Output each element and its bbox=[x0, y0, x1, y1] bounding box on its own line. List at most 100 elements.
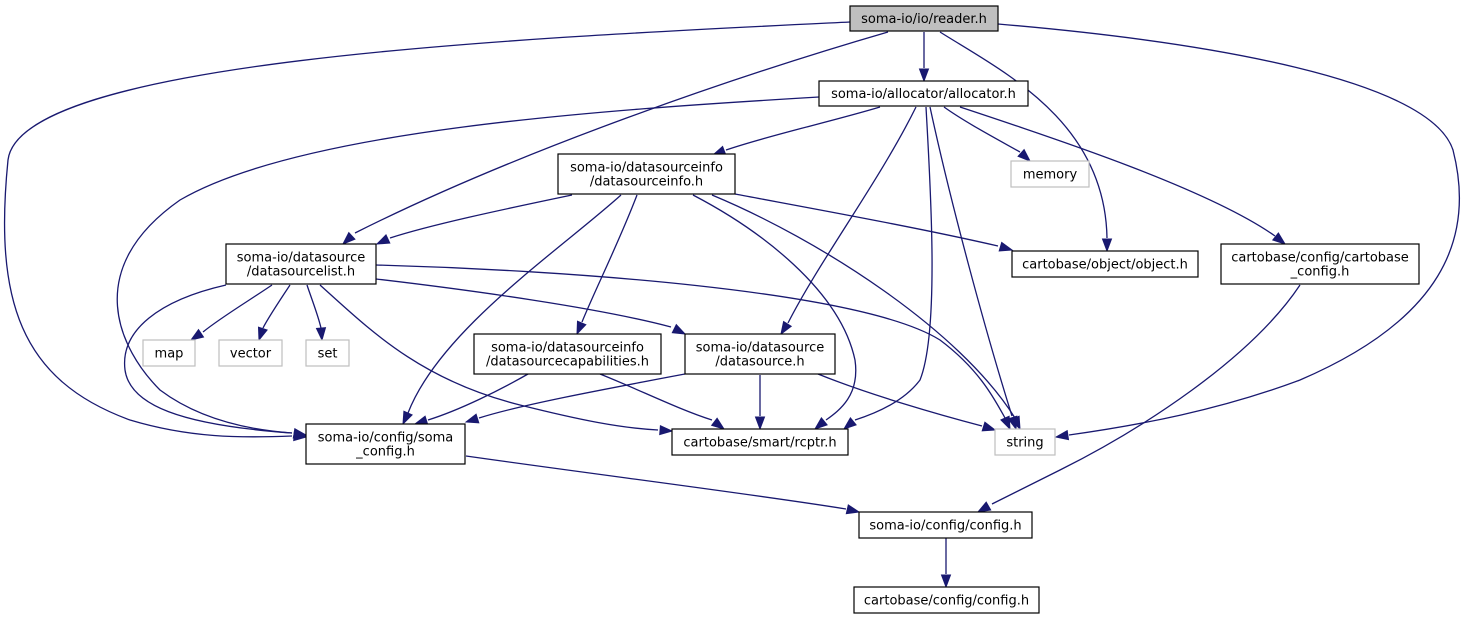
node-vector[interactable]: vector bbox=[218, 339, 283, 367]
node-label: /datasource.h bbox=[715, 355, 804, 370]
node-label: soma-io/allocator/allocator.h bbox=[831, 87, 1016, 102]
node-reader[interactable]: soma-io/io/reader.h bbox=[849, 5, 999, 32]
arrowhead bbox=[659, 424, 674, 436]
edge-ds-to-string bbox=[817, 373, 997, 432]
edge-line bbox=[692, 194, 857, 421]
node-box bbox=[1220, 243, 1420, 285]
node-box bbox=[142, 339, 196, 367]
edge-line bbox=[599, 373, 713, 421]
node-box bbox=[305, 423, 466, 465]
edge-line bbox=[354, 31, 889, 234]
node-rcptr[interactable]: cartobase/smart/rcptr.h bbox=[671, 428, 849, 456]
node-box bbox=[1011, 250, 1199, 278]
arrowhead bbox=[780, 320, 793, 336]
node-somaconfig[interactable]: soma-io/config/soma_config.h bbox=[305, 423, 466, 465]
edge-dscap-to-rcptr bbox=[599, 373, 726, 430]
edge-line bbox=[929, 106, 1013, 417]
edge-reader-to-dslist bbox=[341, 31, 889, 245]
node-set[interactable]: set bbox=[305, 339, 350, 367]
arrowhead bbox=[1271, 232, 1287, 245]
node-box bbox=[218, 339, 283, 367]
edge-line bbox=[116, 96, 820, 434]
node-allocator[interactable]: soma-io/allocator/allocator.h bbox=[818, 80, 1029, 107]
arrowhead bbox=[671, 323, 687, 335]
node-box bbox=[994, 428, 1056, 456]
arrowhead bbox=[375, 234, 391, 245]
node-label: cartobase/object/object.h bbox=[1022, 258, 1188, 273]
edge-line bbox=[375, 264, 1006, 419]
edge-line bbox=[959, 106, 1276, 237]
edge-line bbox=[854, 106, 933, 421]
node-label: soma-io/datasourceinfo bbox=[491, 341, 644, 356]
edge-line bbox=[725, 106, 881, 151]
edge-dslist-to-vector bbox=[257, 284, 291, 342]
arrowhead bbox=[315, 327, 327, 342]
arrowhead bbox=[842, 417, 857, 430]
node-label: /datasourcelist.h bbox=[247, 265, 355, 280]
edge-reader-to-allocator bbox=[918, 32, 930, 83]
edge-line bbox=[389, 194, 573, 239]
arrowhead bbox=[1000, 415, 1011, 431]
arrowhead bbox=[981, 421, 997, 432]
edge-line bbox=[581, 194, 638, 323]
node-label: cartobase/config/cartobase bbox=[1231, 251, 1409, 266]
edge-allocator-to-memory bbox=[943, 106, 1032, 162]
node-cbconfig[interactable]: cartobase/config/cartobase_config.h bbox=[1220, 243, 1420, 285]
node-map[interactable]: map bbox=[142, 339, 196, 367]
edge-line bbox=[3, 21, 851, 438]
edges-layer bbox=[3, 21, 1460, 589]
node-box bbox=[818, 80, 1029, 107]
node-config[interactable]: soma-io/config/config.h bbox=[858, 511, 1033, 539]
edge-dsinfo-to-string bbox=[711, 194, 1021, 431]
arrowhead bbox=[998, 241, 1014, 252]
arrowhead bbox=[464, 413, 480, 424]
node-dscap[interactable]: soma-io/datasourceinfo/datasourcecapabil… bbox=[473, 333, 662, 375]
node-box bbox=[305, 339, 350, 367]
arrowhead bbox=[402, 410, 413, 426]
edge-line bbox=[787, 106, 917, 324]
edge-allocator-to-cbconfig bbox=[959, 106, 1287, 245]
arrowhead bbox=[710, 417, 726, 430]
edge-somaconfig-to-config bbox=[465, 455, 861, 515]
node-label: soma-io/datasource bbox=[237, 251, 365, 266]
arrowhead bbox=[813, 417, 828, 430]
edge-line bbox=[991, 284, 1301, 505]
edge-dslist-to-set bbox=[306, 284, 327, 342]
node-string[interactable]: string bbox=[994, 428, 1056, 456]
edge-line bbox=[262, 284, 291, 329]
node-ds[interactable]: soma-io/datasource/datasource.h bbox=[684, 333, 836, 375]
node-label: soma-io/io/reader.h bbox=[861, 12, 987, 27]
node-cartoconfig[interactable]: cartobase/config/config.h bbox=[853, 586, 1040, 614]
node-box bbox=[225, 243, 377, 285]
node-label: map bbox=[155, 347, 184, 362]
edge-dslist-to-map bbox=[189, 284, 273, 341]
arrowhead bbox=[292, 428, 308, 439]
edge-line bbox=[939, 31, 1108, 239]
node-box bbox=[849, 5, 999, 32]
edge-cbconfig-to-config bbox=[976, 284, 1301, 513]
node-box bbox=[858, 511, 1033, 539]
node-label: vector bbox=[230, 347, 272, 362]
edge-reader-to-string bbox=[997, 23, 1460, 441]
edge-line bbox=[734, 193, 999, 247]
node-memory[interactable]: memory bbox=[1010, 160, 1090, 188]
edge-line bbox=[478, 373, 686, 419]
node-label: soma-io/config/config.h bbox=[869, 519, 1021, 534]
edge-line bbox=[427, 373, 529, 421]
edge-dsinfo-to-dscap bbox=[576, 194, 638, 336]
node-box bbox=[473, 333, 662, 375]
node-label: soma-io/config/soma bbox=[318, 431, 454, 446]
arrowhead bbox=[1017, 148, 1032, 162]
edge-dscap-to-somaconfig bbox=[413, 373, 529, 426]
node-dslist[interactable]: soma-io/datasource/datasourcelist.h bbox=[225, 243, 377, 285]
arrowhead bbox=[976, 501, 992, 513]
edge-line bbox=[123, 284, 293, 434]
node-object[interactable]: cartobase/object/object.h bbox=[1011, 250, 1199, 278]
edge-dsinfo-to-somaconfig bbox=[402, 194, 622, 426]
edge-ds-to-somaconfig bbox=[464, 373, 686, 424]
edge-line bbox=[465, 455, 847, 510]
edge-dslist-to-somaconfig bbox=[123, 284, 308, 439]
node-label: /datasourcecapabilities.h bbox=[486, 355, 649, 370]
node-dsinfo[interactable]: soma-io/datasourceinfo/datasourceinfo.h bbox=[557, 153, 736, 195]
node-label: _config.h bbox=[355, 445, 415, 460]
